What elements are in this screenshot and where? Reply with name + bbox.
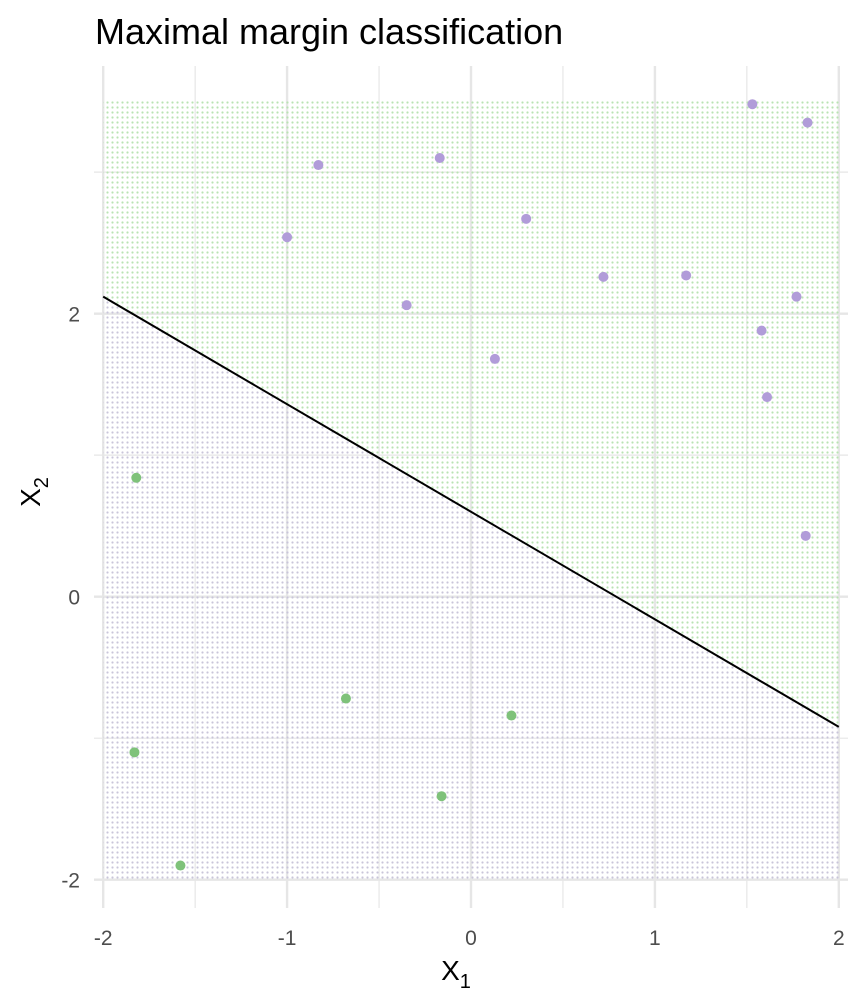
point-upper — [762, 392, 773, 403]
chart-title: Maximal margin classification — [95, 11, 563, 52]
point-upper — [598, 271, 609, 282]
y-axis-ticks: -2 0 2 — [61, 304, 80, 893]
y-axis-title-sub: 2 — [31, 477, 53, 488]
region-upper — [103, 101, 839, 727]
point-upper — [313, 160, 324, 171]
point-upper — [681, 270, 692, 281]
x-axis-ticks: -2 -1 0 1 2 — [94, 927, 845, 950]
point-upper — [434, 152, 445, 163]
y-axis-title: X2 — [15, 477, 53, 507]
point-upper — [756, 325, 767, 336]
x-tick-label: 2 — [833, 927, 845, 950]
x-axis-title-sub: 1 — [460, 971, 471, 993]
data-points — [129, 99, 813, 871]
x-axis-title-main: X — [441, 955, 460, 986]
boundary-line — [102, 295, 840, 728]
point-lower — [506, 710, 517, 721]
point-upper — [802, 117, 813, 128]
decision-boundary — [102, 295, 840, 728]
point-upper — [521, 213, 532, 224]
x-tick-label: -1 — [278, 927, 297, 950]
x-tick-label: 1 — [649, 927, 661, 950]
point-upper — [747, 99, 758, 110]
y-axis-title-main: X — [15, 488, 46, 507]
region-lower — [103, 296, 839, 880]
classification-region — [103, 101, 839, 880]
x-tick-label: -2 — [94, 927, 113, 950]
point-upper — [401, 300, 412, 311]
y-tick-label: 2 — [68, 304, 80, 327]
point-upper — [489, 353, 500, 364]
y-tick-label: -2 — [61, 870, 80, 893]
point-lower — [129, 747, 140, 758]
x-tick-label: 0 — [465, 927, 477, 950]
point-upper — [282, 232, 293, 243]
y-tick-label: 0 — [68, 587, 80, 610]
x-axis-title: X1 — [441, 955, 471, 993]
point-lower — [131, 472, 142, 483]
point-lower — [175, 860, 186, 871]
point-lower — [340, 693, 351, 704]
point-upper — [791, 291, 802, 302]
point-upper — [800, 530, 811, 541]
point-lower — [436, 791, 447, 802]
